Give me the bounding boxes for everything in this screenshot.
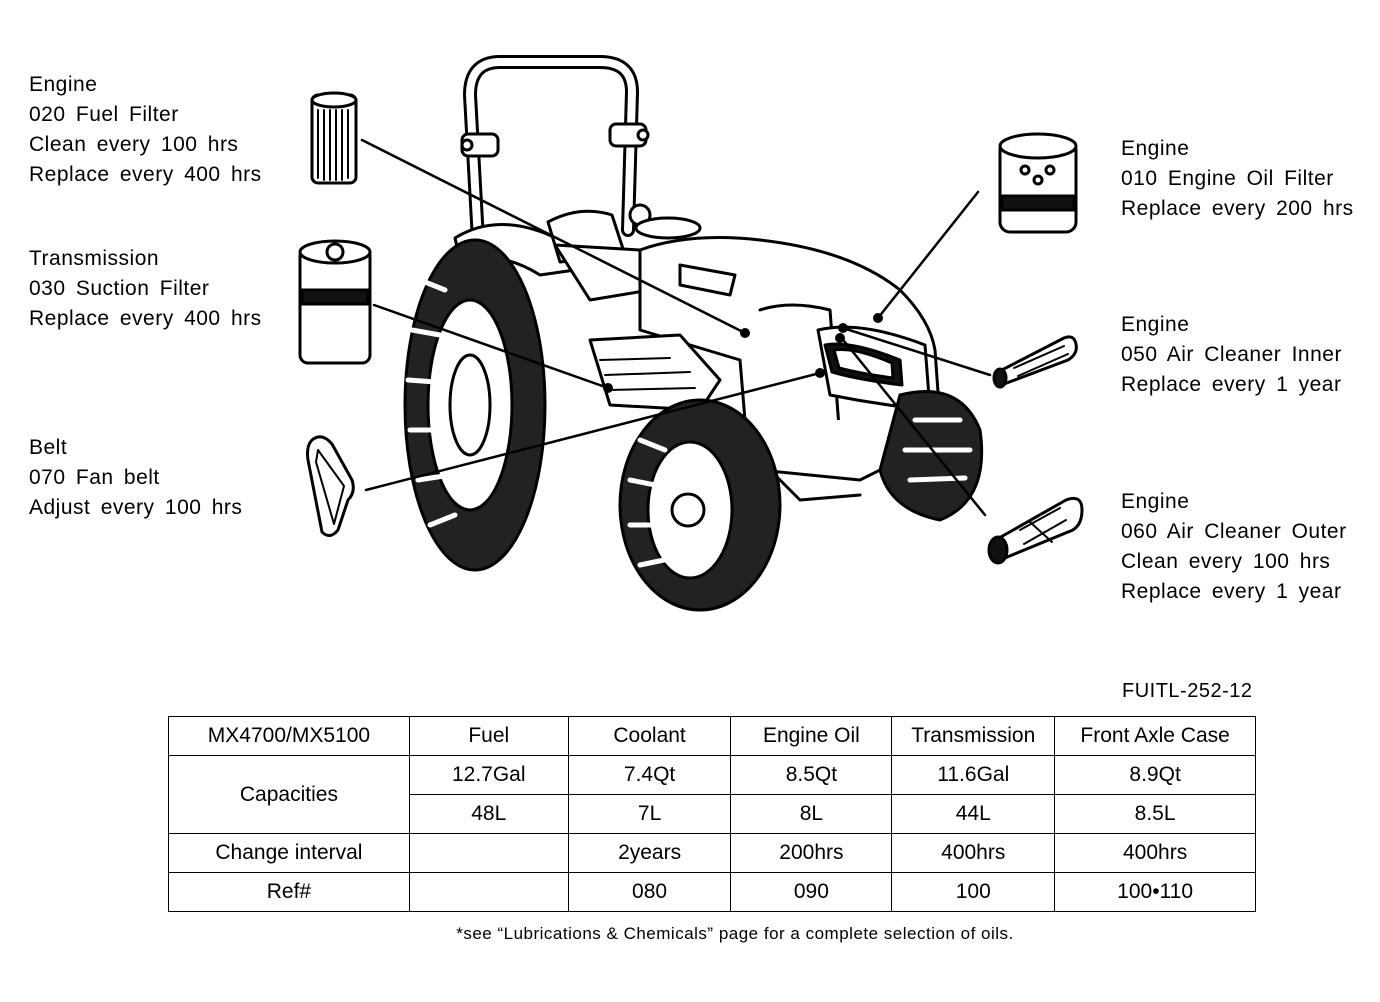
table-cell: 400hrs (891, 833, 1056, 873)
table-cell: 48L (408, 794, 569, 834)
front-left-wheel-graphic (618, 398, 782, 612)
table-row: 48L 7L 8L 44L 8.5L (169, 794, 1256, 834)
column-header: Transmission (891, 716, 1056, 756)
table-cell: 8.5L (1054, 794, 1256, 834)
callout-part: 070 Fan belt (29, 466, 160, 489)
callout-part: 010 Engine Oil Filter (1121, 167, 1334, 190)
front-right-wheel-graphic (878, 390, 984, 522)
callout-group: Engine (1121, 137, 1190, 160)
table-header-row: MX4700/MX5100 Fuel Coolant Engine Oil Tr… (168, 716, 1256, 756)
table-row: Change interval 2years 200hrs 400hrs 400… (168, 833, 1256, 873)
callout-interval: Replace every 400 hrs (29, 307, 262, 330)
callout-group: Transmission (29, 247, 160, 270)
table-cell: 080 (567, 872, 732, 912)
callout-air-cleaner-outer: Engine 060 Air Cleaner Outer Clean every… (1121, 487, 1347, 607)
fuel-filter-icon (310, 91, 358, 185)
table-cell: 7.4Qt (567, 755, 732, 795)
table-cell: 100•110 (1054, 872, 1256, 912)
air-cleaner-inner-icon (992, 335, 1078, 389)
leader-dots (603, 313, 883, 393)
rollbar-graphic (460, 55, 650, 247)
capacities-table: MX4700/MX5100 Fuel Coolant Engine Oil Tr… (168, 716, 1256, 912)
table-cell (408, 833, 569, 873)
callout-interval: Replace every 1 year (1121, 580, 1342, 603)
callout-fuel-filter: Engine 020 Fuel Filter Clean every 100 h… (29, 70, 262, 190)
row-label: Capacities (168, 755, 410, 834)
callout-interval: Clean every 100 hrs (1121, 550, 1331, 573)
callout-interval: Adjust every 100 hrs (29, 496, 243, 519)
callout-part: 020 Fuel Filter (29, 103, 179, 126)
table-cell: 400hrs (1054, 833, 1256, 873)
tractor-body-graphic (453, 203, 942, 502)
callout-air-cleaner-inner: Engine 050 Air Cleaner Inner Replace eve… (1121, 310, 1342, 400)
table-cell (408, 872, 569, 912)
callout-interval: Replace every 200 hrs (1121, 197, 1354, 220)
table-cell: 12.7Gal (408, 755, 569, 795)
callout-group: Belt (29, 436, 68, 459)
table-cell: 200hrs (730, 833, 893, 873)
table-cell: 44L (891, 794, 1056, 834)
callout-group: Engine (29, 73, 98, 96)
callout-group: Engine (1121, 490, 1190, 513)
air-cleaner-outer-icon (987, 496, 1084, 565)
callout-group: Engine (1121, 313, 1190, 336)
leader-lines (360, 138, 992, 517)
column-header: Fuel (408, 716, 569, 756)
oil-filter-icon (998, 132, 1078, 234)
suction-filter-icon (298, 239, 372, 365)
callout-part: 030 Suction Filter (29, 277, 210, 300)
table-row: Ref# 080 090 100 100•110 (168, 872, 1256, 912)
callout-suction-filter: Transmission 030 Suction Filter Replace … (29, 244, 262, 334)
fan-belt-icon (306, 435, 355, 537)
callout-interval: Replace every 400 hrs (29, 163, 262, 186)
table-cell: 100 (891, 872, 1056, 912)
callout-oil-filter: Engine 010 Engine Oil Filter Replace eve… (1121, 134, 1354, 224)
table-cell: 8L (730, 794, 893, 834)
table-row: Capacities 12.7Gal 7.4Qt 8.5Qt 11.6Gal 8… (168, 755, 1256, 834)
document-reference: FUITL-252-12 (1122, 680, 1253, 702)
table-cell: 11.6Gal (891, 755, 1056, 795)
table-cell: 8.9Qt (1054, 755, 1256, 795)
rear-left-wheel-graphic (403, 238, 547, 572)
column-header: Front Axle Case (1054, 716, 1256, 756)
row-label: Change interval (168, 833, 410, 873)
table-cell: 7L (567, 794, 732, 834)
footnote: *see “Lubrications & Chemicals” page for… (456, 924, 1014, 943)
table-cell: 8.5Qt (730, 755, 893, 795)
table-cell-model: MX4700/MX5100 (168, 716, 410, 756)
column-header: Engine Oil (730, 716, 893, 756)
row-label: Ref# (168, 872, 410, 912)
callout-part: 050 Air Cleaner Inner (1121, 343, 1342, 366)
callout-part: 060 Air Cleaner Outer (1121, 520, 1347, 543)
table-cell: 090 (730, 872, 893, 912)
callout-fan-belt: Belt 070 Fan belt Adjust every 100 hrs (29, 433, 242, 523)
callout-interval: Clean every 100 hrs (29, 133, 239, 156)
callout-interval: Replace every 1 year (1121, 373, 1342, 396)
column-header: Coolant (567, 716, 732, 756)
table-cell: 2years (567, 833, 732, 873)
